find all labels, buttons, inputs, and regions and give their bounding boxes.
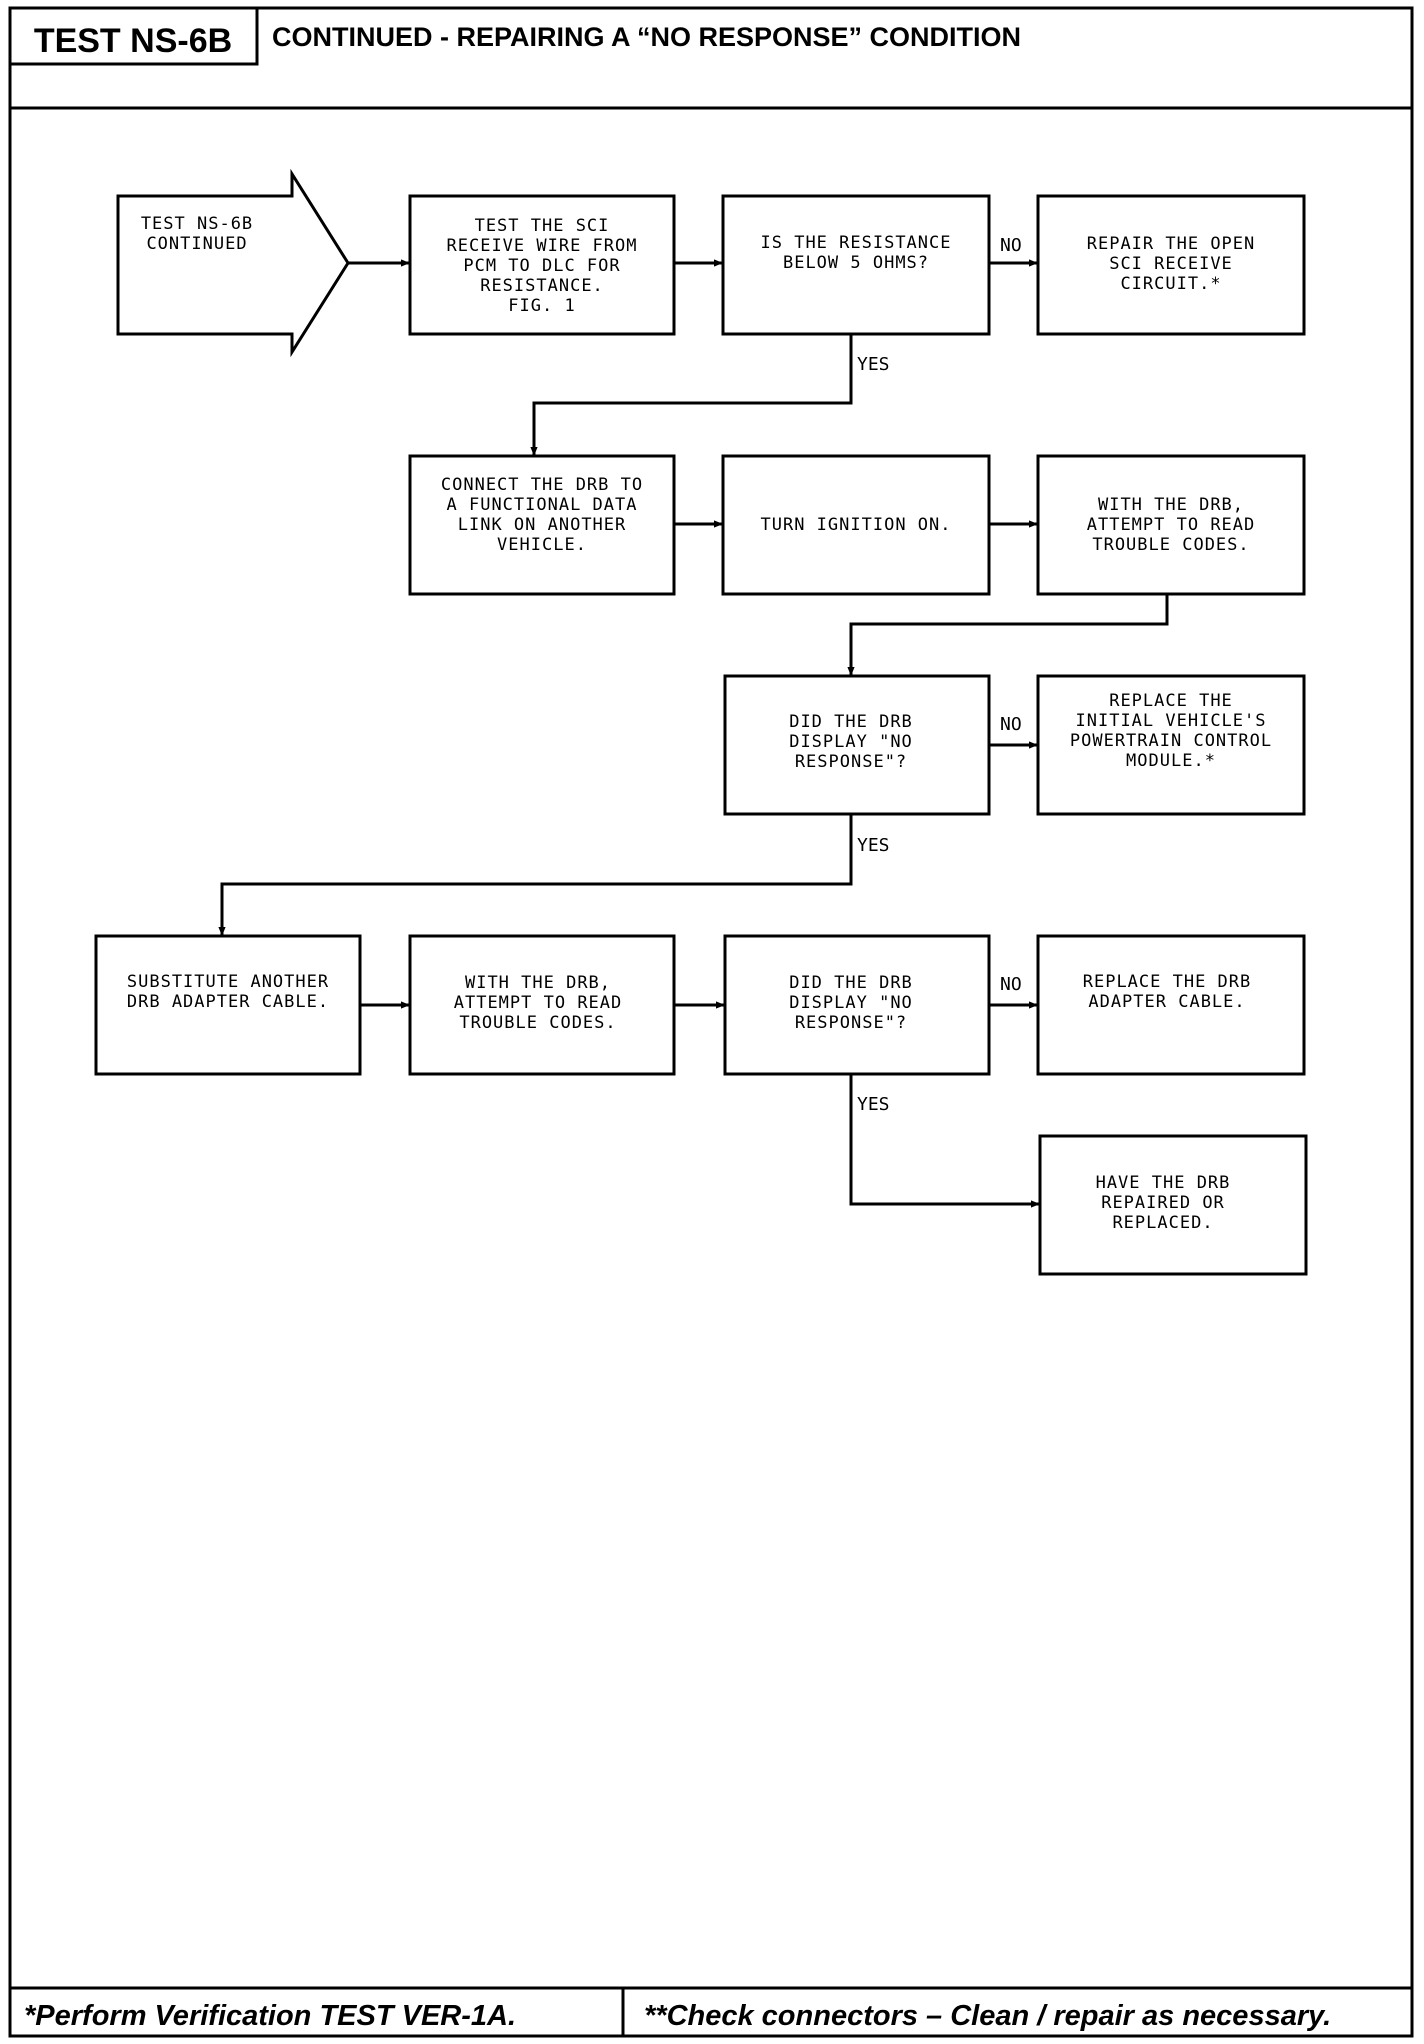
no-response-question-box-2 bbox=[723, 934, 991, 1076]
no-label-resistance: NO bbox=[1000, 235, 1022, 256]
box-text-line: REPAIRED OR bbox=[1101, 1193, 1225, 1213]
box-text-line: MODULE.* bbox=[1126, 751, 1216, 771]
box-text-line: DRB ADAPTER CABLE. bbox=[127, 992, 329, 1012]
box-text-line: REPAIR THE OPEN bbox=[1087, 234, 1256, 254]
box-text-line: REPLACED. bbox=[1112, 1213, 1213, 1233]
footer-note-connectors: **Check connectors – Clean / repair as n… bbox=[644, 2000, 1331, 2032]
box-text-line: SCI RECEIVE bbox=[1109, 254, 1233, 274]
repair-open-circuit-box bbox=[1036, 194, 1306, 336]
box-text-line: REPLACE THE bbox=[1109, 691, 1233, 711]
yes-label-response-1: YES bbox=[857, 835, 890, 856]
box-text-line: RESISTANCE. bbox=[480, 276, 604, 296]
yes-label-resistance: YES bbox=[857, 354, 890, 375]
box-text-line: ADAPTER CABLE. bbox=[1088, 992, 1245, 1012]
substitute-cable-box bbox=[94, 934, 362, 1076]
read-codes-box-2 bbox=[408, 934, 676, 1076]
box-text-line: CONNECT THE DRB TO bbox=[441, 475, 643, 495]
yes-label-response-2: YES bbox=[857, 1094, 890, 1115]
connect-drb-box bbox=[408, 454, 676, 596]
box-text-line: RESPONSE"? bbox=[795, 752, 907, 772]
box-text-line: IS THE RESISTANCE bbox=[761, 233, 952, 253]
connector-read-to-question bbox=[847, 594, 1169, 676]
no-label-response-2: NO bbox=[1000, 974, 1022, 995]
box-text-line: CONTINUED bbox=[146, 234, 247, 254]
box-text-line: ATTEMPT TO READ bbox=[454, 993, 623, 1013]
box-text-line: SUBSTITUTE ANOTHER bbox=[127, 972, 329, 992]
box-text-line: BELOW 5 OHMS? bbox=[783, 253, 929, 273]
box-text-line: PCM TO DLC FOR bbox=[463, 256, 620, 276]
replace-pcm-box bbox=[1036, 674, 1306, 816]
box-text-line: FIG. 1 bbox=[508, 296, 575, 316]
turn-ignition-text: TURN IGNITION ON. bbox=[761, 515, 952, 535]
box-text-line: REPLACE THE DRB bbox=[1083, 972, 1252, 992]
box-text-line: VEHICLE. bbox=[497, 535, 587, 555]
box-text-line: DISPLAY "NO bbox=[789, 993, 913, 1013]
box-text-line: DID THE DRB bbox=[789, 712, 913, 732]
repair-drb-box bbox=[1038, 1134, 1308, 1276]
box-text-line: DID THE DRB bbox=[789, 973, 913, 993]
box-text-line: INITIAL VEHICLE'S bbox=[1076, 711, 1267, 731]
box-text-line: TEST NS-6B bbox=[141, 214, 253, 234]
box-text-line: TROUBLE CODES. bbox=[1092, 535, 1249, 555]
test-sci-box bbox=[408, 194, 676, 336]
box-text-line: TURN IGNITION ON. bbox=[761, 515, 952, 535]
box-text-line: HAVE THE DRB bbox=[1096, 1173, 1231, 1193]
box-text-line: DISPLAY "NO bbox=[789, 732, 913, 752]
box-text-line: WITH THE DRB, bbox=[465, 973, 611, 993]
box-text-line: TROUBLE CODES. bbox=[459, 1013, 616, 1033]
outer-frame bbox=[8, 6, 1414, 2038]
box-text-line: TEST THE SCI bbox=[475, 216, 610, 236]
test-id-box bbox=[8, 6, 259, 66]
box-text-line: POWERTRAIN CONTROL bbox=[1070, 731, 1272, 751]
page-title: CONTINUED - REPAIRING A “NO RESPONSE” CO… bbox=[272, 22, 1021, 52]
box-text-line: RECEIVE WIRE FROM bbox=[447, 236, 638, 256]
box-text-line: CIRCUIT.* bbox=[1120, 274, 1221, 294]
box-text-line: WITH THE DRB, bbox=[1098, 495, 1244, 515]
test-id: TEST NS-6B bbox=[34, 22, 232, 60]
no-response-question-box-1 bbox=[723, 674, 991, 816]
connector-yes-to-repair-drb bbox=[849, 1074, 1040, 1208]
start-arrow-shape bbox=[116, 168, 350, 358]
resistance-question-box bbox=[721, 194, 991, 336]
connector-yes-to-substitute bbox=[218, 814, 853, 936]
no-label-response-1: NO bbox=[1000, 714, 1022, 735]
box-text-line: RESPONSE"? bbox=[795, 1013, 907, 1033]
footer-note-verification: *Perform Verification TEST VER-1A. bbox=[24, 2000, 516, 2032]
box-text-line: A FUNCTIONAL DATA bbox=[447, 495, 638, 515]
box-text-line: LINK ON ANOTHER bbox=[458, 515, 627, 535]
box-text-line: ATTEMPT TO READ bbox=[1087, 515, 1256, 535]
replace-cable-box bbox=[1036, 934, 1306, 1076]
connector-yes-to-connect bbox=[530, 334, 853, 456]
